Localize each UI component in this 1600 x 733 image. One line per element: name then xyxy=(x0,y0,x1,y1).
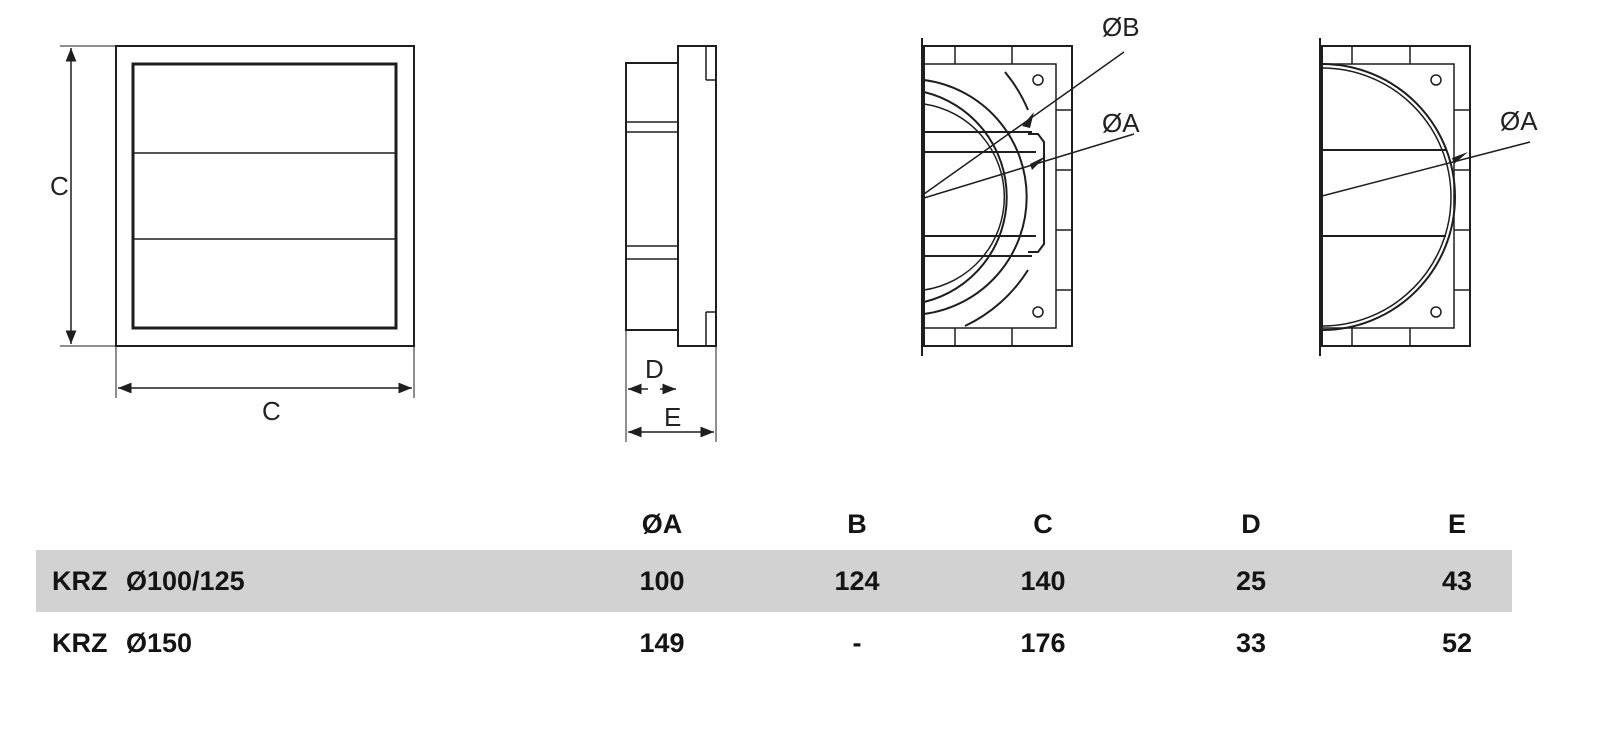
back-large-inner-diameter-label: ØA xyxy=(1500,106,1538,136)
column-header-diameter-a: ØA xyxy=(641,508,683,539)
cell-d: 33 xyxy=(1235,627,1267,658)
screw-hole xyxy=(1032,74,1044,86)
cell-c: 176 xyxy=(1020,627,1066,658)
cell-d: 25 xyxy=(1100,550,1402,612)
model-size: Ø150 xyxy=(126,627,193,658)
model-size: Ø100/125 xyxy=(126,565,245,596)
front-outer-frame xyxy=(115,45,415,347)
spigot-outer-arc xyxy=(923,79,1028,315)
cell-e: 52 xyxy=(1441,627,1473,658)
spigot-inner-arc xyxy=(1321,67,1452,327)
leader-arrow xyxy=(1022,112,1034,128)
screw-hole xyxy=(1430,306,1442,318)
cell-diameter-a: 149 xyxy=(639,627,685,658)
front-view xyxy=(60,45,415,398)
column-header-c: C xyxy=(1033,508,1053,539)
spigot-outer-arc-2 xyxy=(964,269,1029,327)
spigot-inner-arc xyxy=(923,103,1006,291)
side-view xyxy=(625,45,717,442)
column-header-d: D xyxy=(1241,508,1261,539)
back-frame-inner xyxy=(923,63,1057,329)
table-header-row: ØA B C D E xyxy=(36,498,1512,550)
cell-b: 124 xyxy=(728,550,986,612)
back-small-outer-diameter-label: ØB xyxy=(1102,12,1140,42)
model-cell: KRZ Ø150 xyxy=(36,612,596,674)
technical-drawings: C C D E xyxy=(50,12,1538,442)
model-prefix: KRZ xyxy=(52,627,108,658)
spigot-outer-arc xyxy=(1321,63,1456,331)
leader-arrow xyxy=(1030,156,1046,170)
leader-line-a xyxy=(923,133,1135,199)
side-flange xyxy=(677,45,717,347)
leader-line-a xyxy=(1321,141,1531,197)
model-cell: KRZ Ø100/125 xyxy=(36,550,596,612)
spigot-arc xyxy=(923,91,1008,303)
back-small-inner-diameter-label: ØA xyxy=(1102,108,1140,138)
back-view-large xyxy=(1319,38,1531,356)
screw-hole xyxy=(1430,74,1442,86)
screw-hole xyxy=(1032,306,1044,318)
cell-b: - xyxy=(852,627,862,658)
dimension-table: ØA B C D E KRZ Ø100/125 100 124 140 25 43… xyxy=(36,498,1512,674)
table-row: KRZ Ø150 149 - 176 33 52 xyxy=(36,612,1512,674)
back-view-small xyxy=(921,38,1135,356)
leader-arrow xyxy=(1452,152,1468,164)
cell-e: 43 xyxy=(1402,550,1512,612)
side-total-label: E xyxy=(664,402,681,432)
column-header-model xyxy=(36,498,596,550)
column-header-b: B xyxy=(847,508,867,539)
side-depth-label: D xyxy=(645,354,664,384)
spigot-outer-arc-2 xyxy=(1004,71,1029,111)
leader-line-b xyxy=(923,51,1125,195)
front-width-label: C xyxy=(262,396,281,426)
side-spigot xyxy=(625,62,679,331)
cell-c: 140 xyxy=(986,550,1100,612)
column-header-e: E xyxy=(1447,508,1466,539)
back-frame-inner xyxy=(1321,63,1455,329)
front-height-label: C xyxy=(50,171,69,201)
spigot-clip xyxy=(1028,133,1045,253)
model-prefix: KRZ xyxy=(52,565,108,596)
cell-diameter-a: 100 xyxy=(596,550,728,612)
table-row: KRZ Ø100/125 100 124 140 25 43 xyxy=(36,550,1512,612)
back-frame xyxy=(923,45,1073,347)
front-inner-panel xyxy=(131,62,398,330)
